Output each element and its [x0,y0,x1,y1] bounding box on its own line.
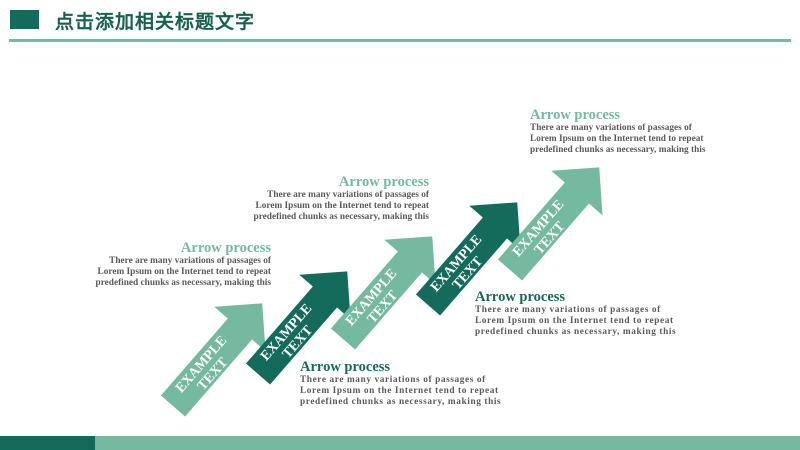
block-line: predefined chunks as necessary, making t… [475,327,677,337]
block-line: Lorem Ipsum on the Internet tend to repe… [97,267,271,277]
header-square-decoration [10,10,39,29]
block-title: Arrow process [300,359,391,375]
block-title: Arrow process [180,240,271,256]
block-line: predefined chunks as necessary, making t… [530,145,706,155]
block-title: Arrow process [338,174,429,190]
arrow-shape [330,236,436,350]
block-line: There are many variations of passages of [530,123,692,133]
block-line: predefined chunks as necessary, making t… [95,278,271,288]
block-title: Arrow process [530,107,621,123]
footer-bar-dark [0,436,95,450]
block-line: predefined chunks as necessary, making t… [300,397,502,407]
block-line: Lorem Ipsum on the Internet tend to repe… [300,386,499,396]
block-line: There are many variations of passages of [109,256,271,266]
block-line: predefined chunks as necessary, making t… [253,212,429,222]
header-divider [9,39,791,42]
footer-bar-light [95,436,800,450]
page-title: 点击添加相关标题文字 [55,11,256,33]
arrow-shape [160,303,266,417]
text-block-1: Arrow process There are many variations … [71,240,271,289]
arrow-shape [245,271,351,385]
block-line: There are many variations of passages of [475,305,661,315]
block-line: Lorem Ipsum on the Internet tend to repe… [530,134,704,144]
block-line: Lorem Ipsum on the Internet tend to repe… [255,201,429,211]
text-block-5: Arrow process There are many variations … [300,359,540,408]
block-line: There are many variations of passages of [267,190,429,200]
block-title: Arrow process [475,289,566,305]
text-block-3: Arrow process There are many variations … [530,107,730,156]
text-block-4: Arrow process There are many variations … [475,289,715,338]
arrow-shape [415,202,521,316]
block-line: There are many variations of passages of [300,375,486,385]
block-line: Lorem Ipsum on the Internet tend to repe… [475,316,674,326]
arrow-shape [497,167,603,281]
text-block-2: Arrow process There are many variations … [229,174,429,223]
